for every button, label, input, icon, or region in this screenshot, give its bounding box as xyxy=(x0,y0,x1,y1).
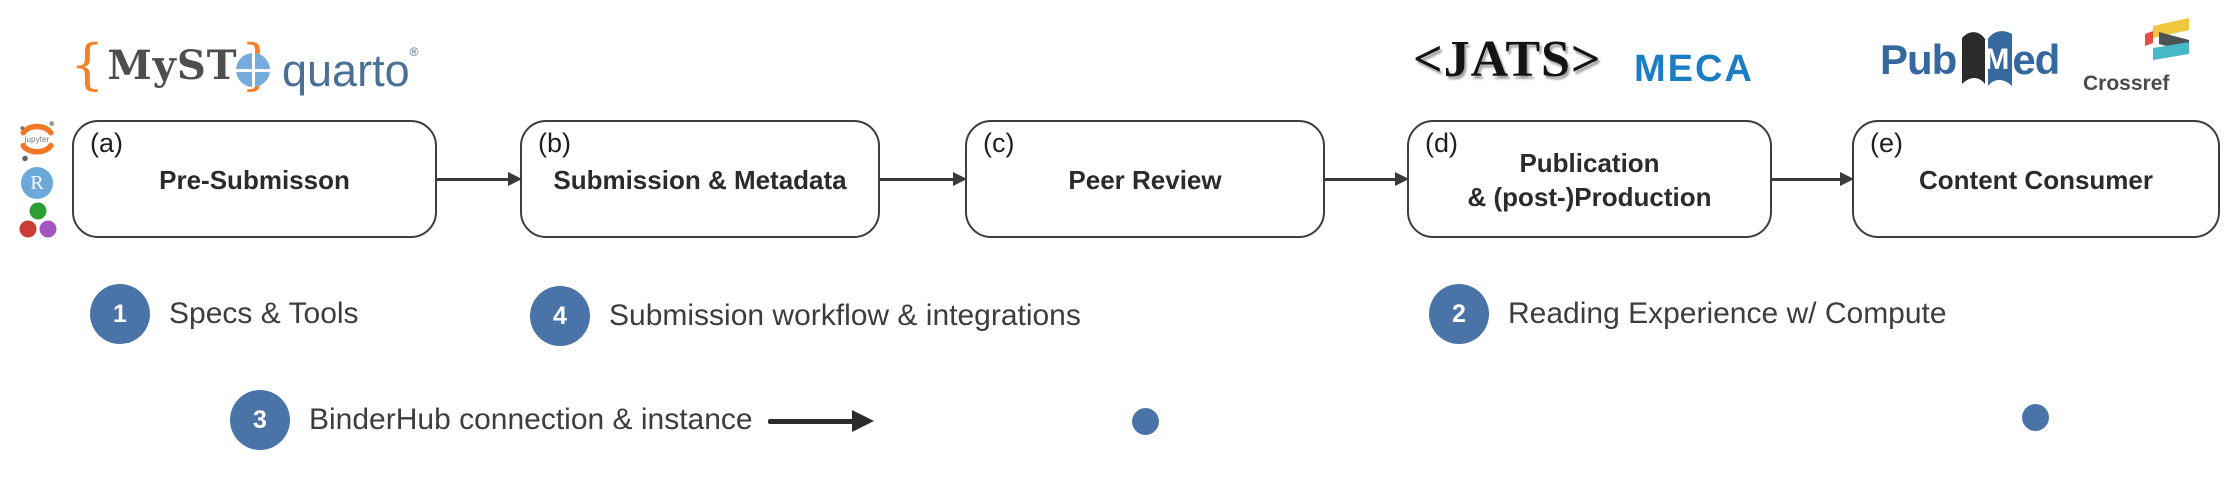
pubmed-logo: Pub M ed xyxy=(1880,24,2060,96)
r-label: R xyxy=(30,171,44,194)
annotation-label: Specs & Tools xyxy=(169,297,359,330)
quarto-icon xyxy=(236,53,270,87)
stage-box-publication-production: (d) Publication & (post-)Production xyxy=(1407,120,1772,238)
number-badge: 3 xyxy=(230,390,290,450)
stage-letter: (c) xyxy=(983,128,1015,158)
stage-title: Content Consumer xyxy=(1919,165,2153,196)
quarto-registered-mark: ® xyxy=(409,45,419,59)
meca-logo: MECA xyxy=(1634,48,1754,90)
annotation-label: Reading Experience w/ Compute xyxy=(1508,297,1947,330)
myst-wordmark: MyST xyxy=(107,41,238,89)
annotation-specs-tools: 1 Specs & Tools xyxy=(90,284,359,344)
flow-arrow-icon xyxy=(880,170,967,188)
annotation-label: Submission workflow & integrations xyxy=(609,299,1081,332)
stage-letter: (b) xyxy=(538,128,571,158)
stage-letter: (d) xyxy=(1425,128,1458,158)
flow-arrow-icon xyxy=(1772,170,1854,188)
flow-arrow-icon xyxy=(437,170,522,188)
stage-box-submission-metadata: (b) Submission & Metadata xyxy=(520,120,880,238)
jats-logo: <JATS> xyxy=(1413,31,1602,88)
annotation-label: BinderHub connection & instance xyxy=(309,403,753,436)
jupyter-label: jupyter xyxy=(24,135,50,144)
binderhub-arrow-icon xyxy=(768,410,874,432)
number-badge: 1 xyxy=(90,284,150,344)
number-badge: 4 xyxy=(530,286,590,346)
stage-box-peer-review: (c) Peer Review xyxy=(965,120,1325,238)
crossref-wordmark: Crossref xyxy=(2083,72,2170,95)
stage-box-pre-submission: (a) Pre-Submisson xyxy=(72,120,437,238)
pubmed-pub-text: Pub xyxy=(1880,36,1957,83)
annotation-reading-experience: 2 Reading Experience w/ Compute xyxy=(1429,284,1947,344)
myst-brace-left: { xyxy=(70,33,105,96)
quarto-logo: quarto ® xyxy=(236,44,419,96)
stage-title: Peer Review xyxy=(1068,165,1222,196)
number-badge: 2 xyxy=(1429,284,1489,344)
jupyter-icon: jupyter xyxy=(16,118,58,164)
stage-letter: (e) xyxy=(1870,128,1903,158)
stage-letter: (a) xyxy=(90,128,123,158)
stage-box-content-consumer: (e) Content Consumer xyxy=(1852,120,2220,238)
flow-arrow-icon xyxy=(1325,170,1409,188)
blue-dot-marker xyxy=(2022,404,2049,431)
r-language-icon: R xyxy=(21,167,53,199)
binder-dots-icon xyxy=(18,202,58,238)
quarto-wordmark: quarto xyxy=(282,44,410,96)
annotation-binderhub-connection: 3 BinderHub connection & instance xyxy=(230,390,753,450)
stage-title-line2: & (post-)Production xyxy=(1467,182,1712,212)
blue-dot-marker xyxy=(1132,408,1159,435)
pubmed-book-icon: M xyxy=(1958,26,2016,94)
pubmed-m-text: M xyxy=(1984,43,2010,76)
stage-title: Pre-Submisson xyxy=(159,165,350,196)
stage-title: Submission & Metadata xyxy=(553,165,847,196)
stage-title-line1: Publication xyxy=(1519,148,1660,179)
crossref-mark-icon xyxy=(2145,18,2189,60)
pubmed-ed-text: ed xyxy=(2012,36,2060,83)
crossref-logo: Crossref xyxy=(2083,18,2199,96)
annotation-submission-workflow: 4 Submission workflow & integrations xyxy=(530,286,1081,346)
